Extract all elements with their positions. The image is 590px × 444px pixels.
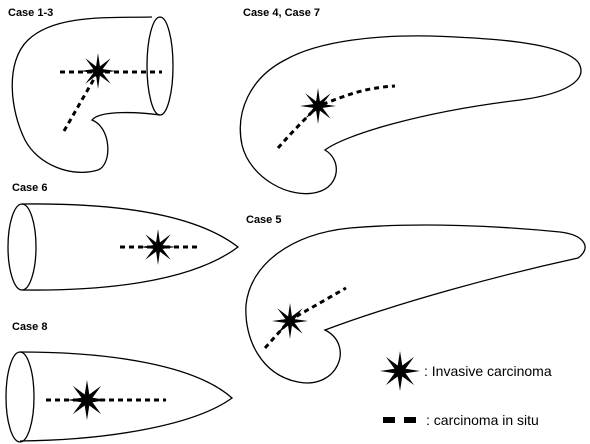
case-label: Case 8 xyxy=(12,321,48,333)
case6-organ-outline xyxy=(21,203,240,291)
legend-cis-label: : carcinoma in situ xyxy=(426,412,539,428)
case6-invasive-star xyxy=(140,229,176,265)
case5-cis xyxy=(263,286,347,349)
case-label: Case 4, Case 7 xyxy=(243,7,321,19)
case5-invasive-star xyxy=(272,303,308,339)
case1-3-invasive-star xyxy=(80,53,116,89)
case5-organ-outline xyxy=(245,224,586,384)
case6-diagram xyxy=(7,203,240,291)
legend-cis-dash-icon xyxy=(404,417,416,423)
case-label: Case 1-3 xyxy=(8,7,54,19)
case4-7-organ-outline xyxy=(239,35,582,195)
legend-invasive-label: : Invasive carcinoma xyxy=(424,363,552,379)
case4-7-cis xyxy=(276,84,396,149)
case1-3-diagram xyxy=(11,16,174,174)
case8-invasive-star xyxy=(67,380,107,420)
case8-open-end xyxy=(5,351,35,443)
case5-diagram xyxy=(245,224,586,384)
case-label: Case 5 xyxy=(246,214,282,226)
legend-invasive-star-icon xyxy=(380,351,420,391)
case4-7-diagram xyxy=(239,35,582,195)
case1-3-organ-outline xyxy=(11,16,161,174)
case1-3-open-end xyxy=(146,16,174,116)
case4-7-invasive-star xyxy=(300,88,336,124)
legend-cis-dash-icon xyxy=(383,417,395,423)
case1-3-cis-diagonal xyxy=(62,71,100,132)
case6-open-end xyxy=(7,203,37,291)
legend xyxy=(380,351,420,423)
case8-organ-outline xyxy=(19,351,234,442)
case8-diagram xyxy=(5,351,234,443)
case-label: Case 6 xyxy=(12,182,48,194)
